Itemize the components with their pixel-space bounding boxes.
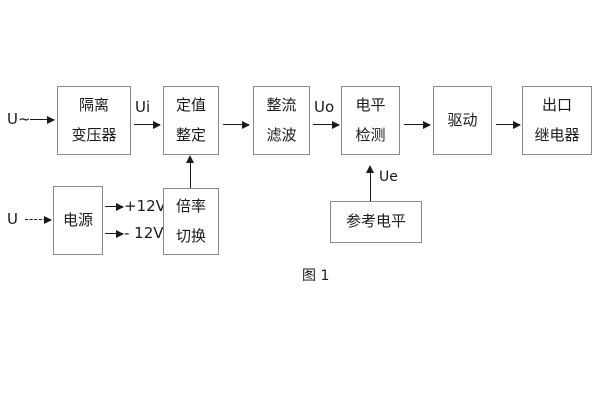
figure-caption: 图 1 (302, 268, 330, 284)
arrow-reference-level-to-level-detect (366, 165, 375, 201)
block-rectify-filter: 整流 滤波 (253, 86, 310, 155)
signal-ui-label: Ui (135, 98, 151, 116)
block-isolation-transformer: 隔离 变压器 (57, 86, 131, 155)
arrow-level-detect-to-drive (404, 120, 431, 129)
block-rectify-filter-line2: 滤波 (266, 125, 297, 144)
block-multiplier-switch: 倍率 切换 (163, 188, 219, 255)
arrow-drive-to-output-relay (496, 120, 521, 129)
block-output-relay-line2: 继电器 (534, 125, 580, 144)
arrow-setting-value-to-rectify-filter (223, 120, 250, 129)
block-reference-level: 参考电平 (330, 201, 422, 243)
block-output-relay: 出口 继电器 (522, 86, 592, 155)
block-isolation-transformer-line1: 隔离 (78, 95, 109, 114)
dc-input-label: U (7, 210, 18, 228)
block-setting-value-line2: 整定 (175, 125, 206, 144)
block-setting-value: 定值 整定 (163, 86, 219, 155)
block-reference-level-line1: 参考电平 (345, 212, 406, 231)
rail-negative-label: - 12V (124, 224, 164, 242)
arrow-rectify-filter-to-level-detect (313, 120, 340, 129)
block-power-supply: 电源 (53, 186, 103, 255)
arrow-multiplier-switch-to-setting-value (186, 155, 195, 188)
arrow-rail-positive (105, 202, 124, 211)
signal-uo-label: Uo (314, 98, 335, 116)
block-power-supply-line1: 电源 (62, 210, 93, 229)
ac-input-label: U~ (7, 110, 31, 128)
arrow-dc-input-to-power-supply (25, 215, 52, 224)
arrow-ac-input-to-isolation-transformer (30, 115, 55, 124)
block-rectify-filter-line1: 整流 (266, 95, 297, 114)
block-output-relay-line1: 出口 (541, 95, 572, 114)
arrow-rail-negative (105, 229, 124, 238)
block-level-detect-line1: 电平 (355, 95, 386, 114)
rail-positive-label: +12V (124, 197, 166, 215)
arrow-isolation-transformer-to-setting-value (134, 120, 161, 129)
block-multiplier-switch-line2: 切换 (175, 226, 206, 245)
block-level-detect-line2: 检测 (355, 125, 386, 144)
signal-ue-label: Ue (379, 169, 398, 185)
block-level-detect: 电平 检测 (341, 86, 400, 155)
block-drive-line1: 驱动 (447, 110, 478, 129)
block-setting-value-line1: 定值 (175, 95, 206, 114)
block-drive: 驱动 (433, 86, 492, 155)
block-multiplier-switch-line1: 倍率 (175, 196, 206, 215)
block-isolation-transformer-line2: 变压器 (71, 125, 117, 144)
